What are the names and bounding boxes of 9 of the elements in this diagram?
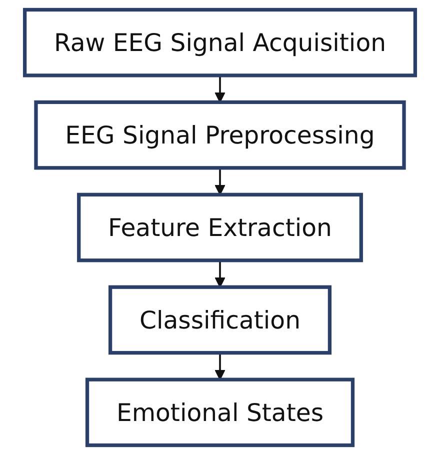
arrow bbox=[214, 75, 226, 103]
node-box: Raw EEG Signal Acquisition bbox=[22, 8, 418, 78]
arrow bbox=[214, 260, 226, 288]
arrow bbox=[214, 168, 226, 196]
arrow bbox=[214, 352, 226, 380]
node-box: EEG Signal Preprocessing bbox=[34, 100, 406, 170]
node-box: Classification bbox=[108, 285, 332, 355]
node-box: Emotional States bbox=[85, 378, 355, 448]
node-box: Feature Extraction bbox=[77, 192, 363, 262]
